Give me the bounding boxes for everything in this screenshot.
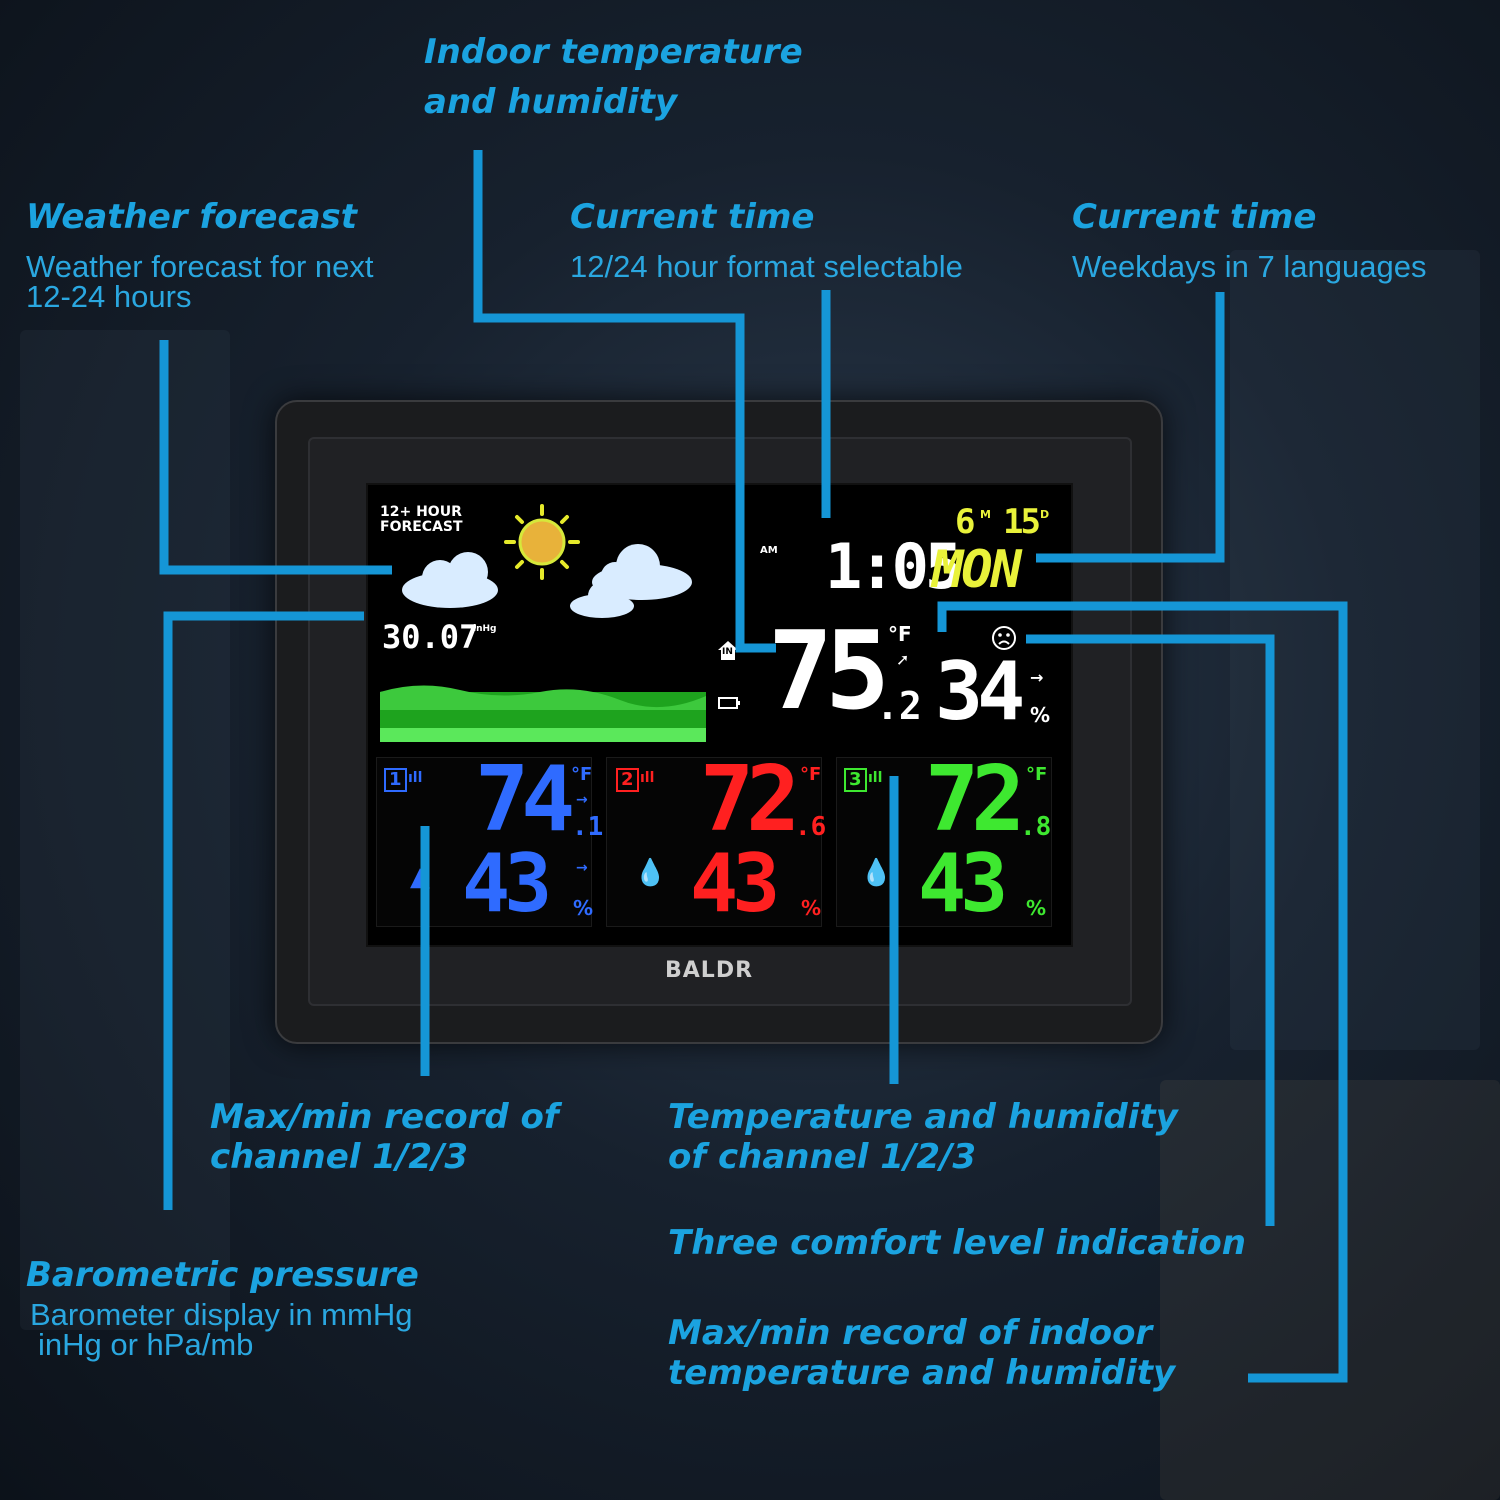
channel-2-badge: 2 <box>616 768 639 792</box>
forecast-annotation-sub-line2: 12-24 hours <box>26 279 192 314</box>
channel-1-humidity-trend-arrow: → <box>576 860 588 876</box>
comfort-annotation: Three comfort level indication <box>668 1223 1246 1263</box>
channel-2-percent: % <box>801 896 822 920</box>
channel-2-humidity: 43 <box>690 837 780 930</box>
channel-2-temp-dec: .6 <box>795 812 827 842</box>
cloud-icon-right <box>570 544 692 618</box>
channel-th-annotation-line1: Temperature and humidity <box>668 1097 1178 1137</box>
channel-3-droplet-icon: 💧 <box>860 858 893 888</box>
comfort-face-icon <box>992 626 1016 650</box>
forecast-annotation-sub-line1: Weather forecast for next <box>26 249 374 284</box>
channel-3-humidity: 43 <box>918 837 1008 930</box>
indoor-annotation-title-line2: and humidity <box>424 82 678 122</box>
date-day-suffix: D <box>1040 508 1050 521</box>
leader-maxmin-indoor <box>937 601 1348 1383</box>
channel-3-signal-icon: ıll <box>868 770 883 786</box>
forecast-annotation-title: Weather forecast <box>26 197 358 237</box>
channel-1-signal-icon: ıll <box>408 770 423 786</box>
channel-3-temp-unit: °F <box>1026 764 1048 785</box>
pressure-unit: inHg <box>473 624 497 634</box>
date-month-suffix: M <box>980 508 991 521</box>
channel-3-temp-int: 72 <box>925 747 1025 852</box>
channel-3-badge: 3 <box>844 768 867 792</box>
indoor-label: IN <box>722 647 733 657</box>
leader-weekday <box>1036 292 1225 563</box>
maxmin-channel-annotation-line2: channel 1/2/3 <box>210 1137 469 1177</box>
channel-3-temp-dec: .8 <box>1020 812 1052 842</box>
channel-panel-2 <box>606 757 822 927</box>
channel-2-signal-icon: ıll <box>640 770 655 786</box>
weekday: MON <box>932 540 1022 600</box>
leader-comfort <box>1026 634 1275 1226</box>
channel-1-percent: % <box>573 896 594 920</box>
am-indicator: AM <box>760 545 778 556</box>
leader-barometric <box>163 611 364 1210</box>
indoor-temperature-int: 75 <box>768 609 890 734</box>
battery-icon <box>718 697 740 709</box>
channel-2-droplet-icon: 💧 <box>634 858 667 888</box>
forecast-label-line1: 12+ HOUR <box>380 504 462 520</box>
background-sofa <box>1160 1080 1500 1500</box>
time-format-annotation-sub: 12/24 hour format selectable <box>570 249 963 284</box>
leader-forecast <box>159 340 392 575</box>
sun-icon <box>504 504 580 580</box>
current-time: 1:05 <box>825 530 962 603</box>
background-shelf-left <box>20 330 230 1330</box>
barometric-annotation-sub-line1: Barometer display in mmHg <box>30 1297 413 1332</box>
indoor-humidity-percent: % <box>1030 703 1051 727</box>
indoor-annotation-title-line1: Indoor temperature <box>424 32 803 72</box>
indoor-temperature-dec: .2 <box>876 684 922 728</box>
maxmin-channel-annotation-line1: Max/min record of <box>210 1097 559 1137</box>
date-month: 6 <box>955 502 976 542</box>
date-day: 15 <box>1003 502 1041 542</box>
pressure-value: 30.07 <box>382 618 479 656</box>
channel-th-annotation-line2: of channel 1/2/3 <box>668 1137 977 1177</box>
cloud-icon-left <box>402 552 498 608</box>
indoor-humidity: 34 <box>935 645 1025 738</box>
time-format-annotation-title: Current time <box>570 197 815 237</box>
indoor-temp-trend-arrow: ➚ <box>896 650 910 669</box>
channel-1-temp-int: 74 <box>475 747 575 852</box>
maxmin-indoor-annotation-line2: temperature and humidity <box>668 1353 1176 1393</box>
weekday-annotation-sub: Weekdays in 7 languages <box>1072 249 1427 284</box>
channel-1-humidity: 43 <box>462 837 552 930</box>
channel-1-temp-trend-arrow: → <box>576 792 588 808</box>
indoor-temp-unit: °F <box>888 622 912 646</box>
leader-indoor <box>473 150 776 653</box>
weekday-annotation-title: Current time <box>1072 197 1317 237</box>
channel-2-temp-int: 72 <box>700 747 800 852</box>
channel-panel-1 <box>376 757 592 927</box>
barometric-annotation-sub-line2: inHg or hPa/mb <box>38 1327 254 1362</box>
maxmin-indoor-annotation-line1: Max/min record of indoor <box>668 1313 1153 1353</box>
channel-2-temp-unit: °F <box>800 764 822 785</box>
forecast-label-line2: FORECAST <box>380 519 463 535</box>
channel-1-badge: 1 <box>384 768 407 792</box>
channel-3-percent: % <box>1026 896 1047 920</box>
brand-logo: BALDR <box>665 958 754 983</box>
channel-1-temp-dec: .1 <box>572 812 604 842</box>
channel-panel-3 <box>836 757 1052 927</box>
indoor-humidity-trend-arrow: → <box>1030 668 1044 687</box>
home-icon <box>718 641 738 660</box>
forecast-weather-icon <box>380 504 706 742</box>
grass-landscape-icon <box>380 685 706 742</box>
channel-1-temp-unit: °F <box>571 764 593 785</box>
barometric-annotation-title: Barometric pressure <box>26 1255 419 1295</box>
